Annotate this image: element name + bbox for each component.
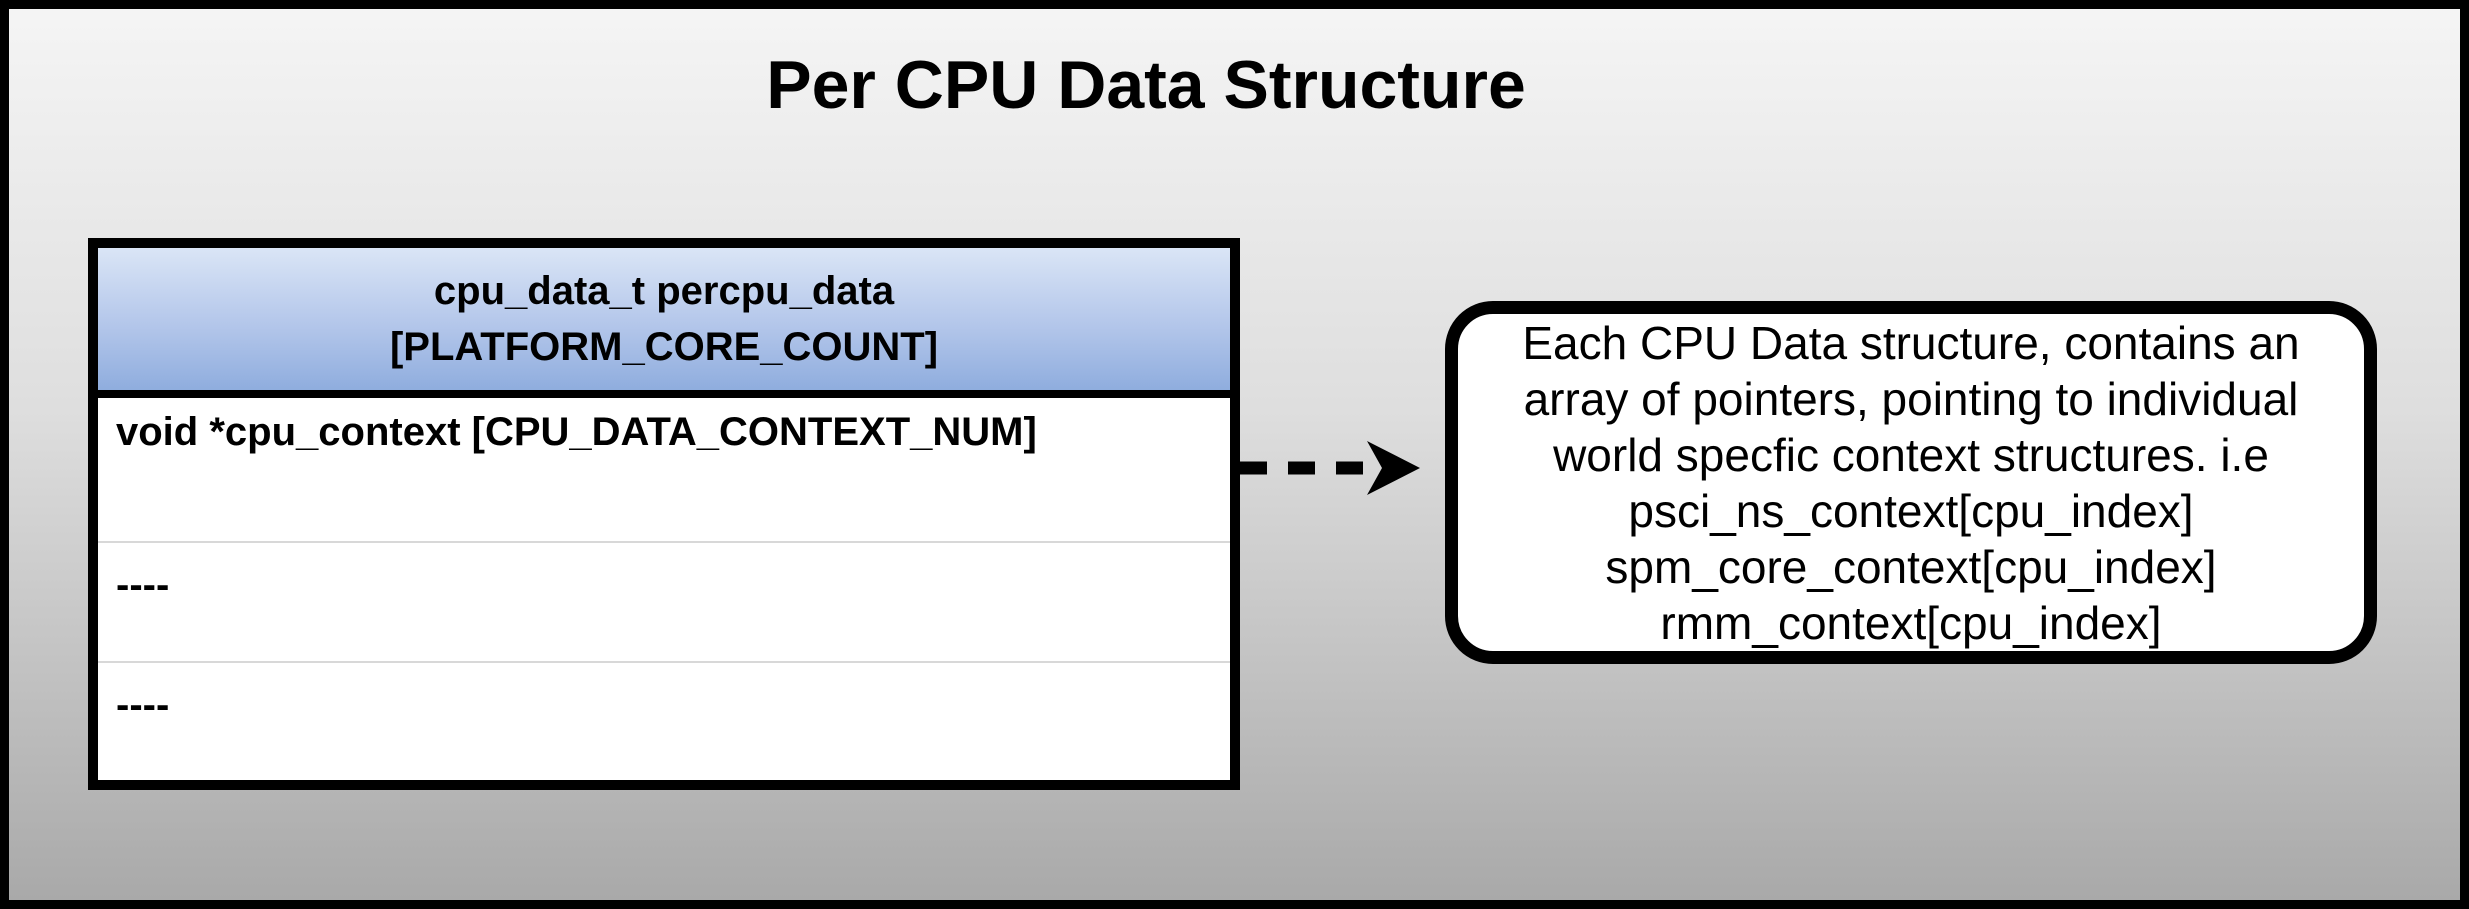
annotation-line: psci_ns_context[cpu_index]	[1628, 484, 2194, 537]
struct-table-header: cpu_data_t percpu_data [PLATFORM_CORE_CO…	[98, 248, 1230, 398]
struct-header-line1: cpu_data_t percpu_data	[433, 269, 895, 313]
cpu-data-struct-table: cpu_data_t percpu_data [PLATFORM_CORE_CO…	[88, 238, 1240, 790]
struct-row-placeholder-2: ----	[98, 663, 1230, 778]
annotation-line: spm_core_context[cpu_index]	[1605, 540, 2217, 593]
struct-header-line2: [PLATFORM_CORE_COUNT]	[389, 325, 939, 369]
annotation-line: world specfic context structures. i.e	[1553, 428, 2269, 481]
struct-row-cpu-context: void *cpu_context [CPU_DATA_CONTEXT_NUM]	[98, 398, 1230, 543]
annotation-line: rmm_context[cpu_index]	[1660, 596, 2162, 649]
page-title: Per CPU Data Structure	[766, 47, 1526, 123]
annotation-bubble: Each CPU Data structure, contains an arr…	[1445, 301, 2377, 664]
struct-row-placeholder-1: ----	[98, 543, 1230, 663]
annotation-line: Each CPU Data structure, contains an	[1522, 316, 2300, 369]
dashed-arrow-icon	[1240, 441, 1420, 495]
annotation-line: array of pointers, pointing to individua…	[1523, 372, 2299, 425]
